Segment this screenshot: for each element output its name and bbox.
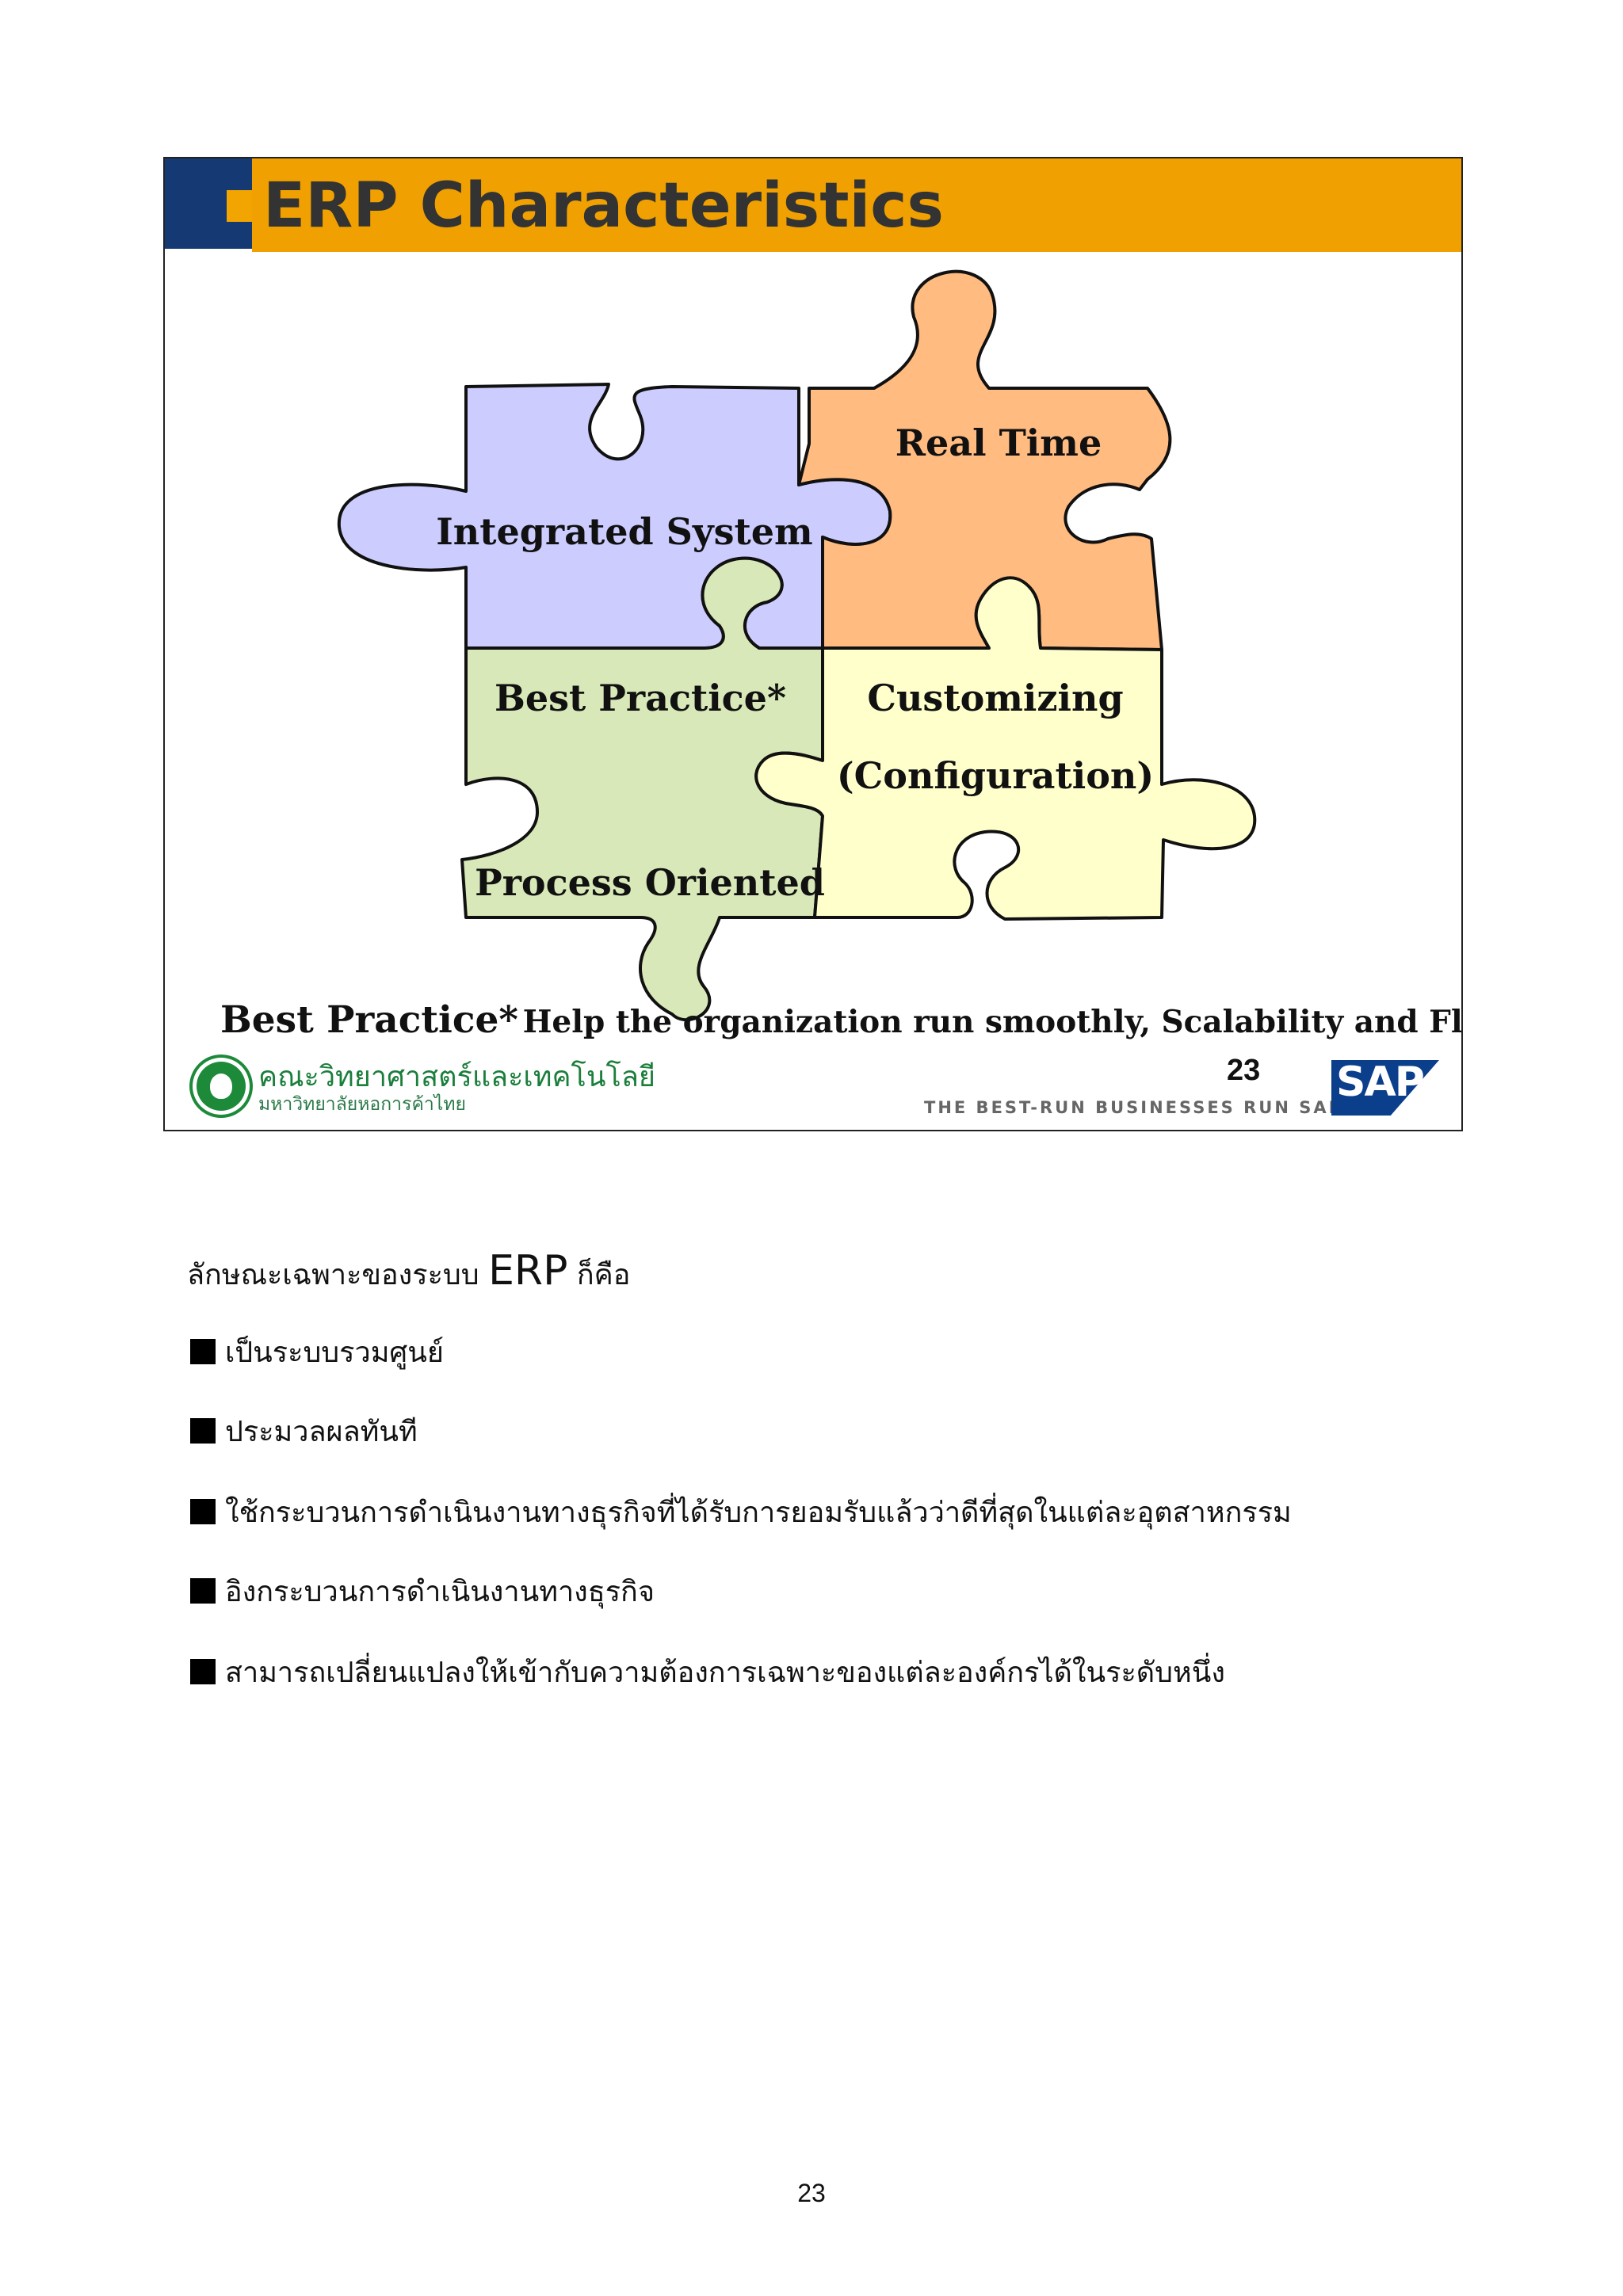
label-integrated-system: Integrated System [436, 510, 812, 553]
bullet-square-icon [190, 1578, 216, 1604]
header-square-marker [227, 190, 252, 222]
slide-number: 23 [1227, 1054, 1261, 1087]
bullet-square-icon [190, 1499, 216, 1524]
slide-title: ERP Characteristics [263, 170, 944, 242]
best-practice-term: Best Practice* [220, 998, 518, 1042]
bullet-item-3: ใช้กระบวนการดำเนินงานทางธุรกิจที่ได้รับก… [225, 1497, 1292, 1529]
label-best-practice: Best Practice* [495, 677, 786, 719]
sap-logo-text: SAP [1336, 1058, 1425, 1106]
puzzle-piece-customizing [754, 576, 1257, 921]
puzzle-piece-real-time [797, 269, 1172, 651]
page-number: 23 [797, 2179, 826, 2207]
slide: ERP Characteristics Real Time Integrated… [163, 157, 1463, 1131]
intro-line: ลักษณะเฉพาะของระบบ ERP ก็คือ [187, 1247, 630, 1297]
intro-before: ลักษณะเฉพาะของระบบ [187, 1259, 479, 1291]
best-practice-note: Best Practice* Help the organization run… [220, 998, 1463, 1042]
best-practice-text: Help the organization run smoothly, Scal… [522, 1004, 1463, 1040]
label-process-oriented: Process Oriented [475, 861, 825, 904]
intro-erp: ERP [488, 1247, 568, 1295]
faculty-name: คณะวิทยาศาสตร์และเทคโนโลยี [258, 1060, 655, 1093]
bullet-square-icon [190, 1339, 216, 1364]
label-configuration: (Configuration) [837, 754, 1154, 797]
sap-tagline: THE BEST-RUN BUSINESSES RUN SAP [924, 1098, 1343, 1117]
bullet-item-4: อิงกระบวนการดำเนินงานทางธุรกิจ [225, 1576, 655, 1608]
bullet-square-icon [190, 1418, 216, 1444]
bullet-item-5: สามารถเปลี่ยนแปลงให้เข้ากับความต้องการเฉ… [225, 1657, 1225, 1689]
intro-after: ก็คือ [576, 1259, 631, 1291]
puzzle-diagram: Real Time Integrated System Best Practic… [337, 269, 1257, 1022]
label-customizing: Customizing [867, 677, 1123, 719]
bullet-item-1: เป็นระบบรวมศูนย์ [225, 1337, 444, 1369]
bullet-square-icon [190, 1659, 216, 1684]
faculty-logo-icon [197, 1062, 246, 1111]
label-real-time: Real Time [896, 421, 1102, 464]
header-orange-bar [252, 158, 1461, 252]
bullet-item-2: ประมวลผลทันที [225, 1416, 418, 1448]
university-name: มหาวิทยาลัยหอการค้าไทย [258, 1093, 466, 1114]
